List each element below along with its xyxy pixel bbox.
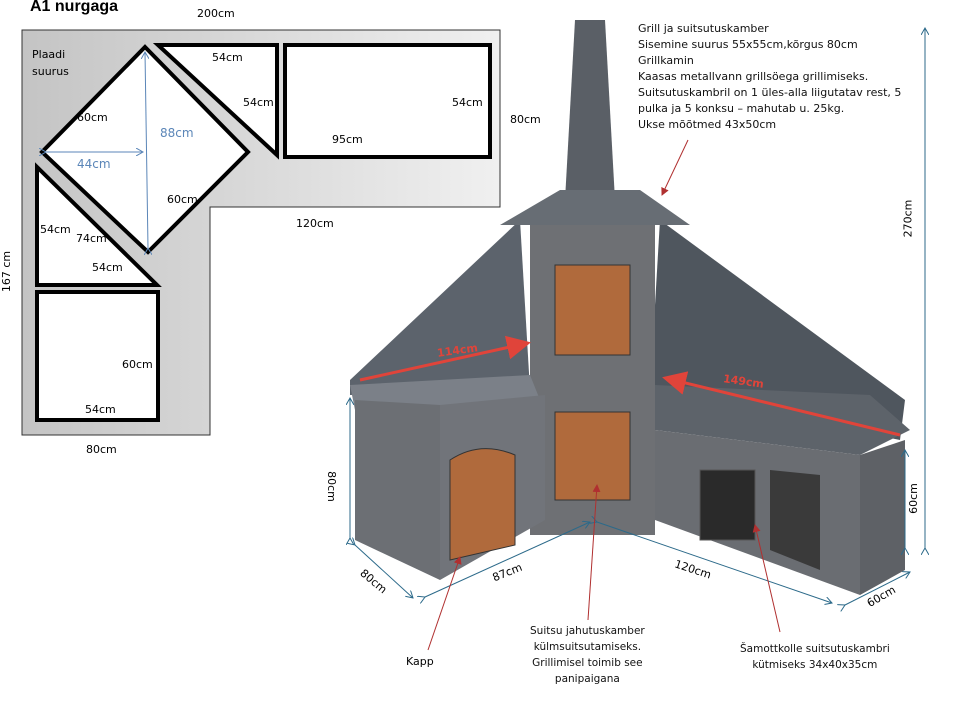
top-triangle-a: 54cm xyxy=(212,51,243,64)
info-line: Grill ja suitsutuskamber xyxy=(638,22,769,35)
left-triangle-a: 54cm xyxy=(40,223,71,236)
inner-width-label: 120cm xyxy=(296,217,334,230)
kapp-label: Kapp xyxy=(406,655,434,668)
top-triangle-b: 54cm xyxy=(243,96,274,109)
top-width-label: 200cm xyxy=(197,7,235,20)
info-line: pulka ja 5 konksu – mahutab u. 25kg. xyxy=(638,102,845,115)
diamond-side-b: 60cm xyxy=(167,193,198,206)
plate-size-label: Plaadi suurus xyxy=(32,48,69,78)
bottom-rect-piece xyxy=(35,290,160,422)
info-line: Suitsutuskambril on 1 üles-alla liigutat… xyxy=(638,86,902,99)
info-text: Grill ja suitsutuskamber Sisemine suurus… xyxy=(638,21,901,133)
page-title: A1 nurgaga xyxy=(30,0,119,15)
diamond-diag-h: 44cm xyxy=(77,157,111,171)
rect-top-h: 54cm xyxy=(452,96,483,109)
right-height-photo: 60cm xyxy=(906,483,920,514)
diamond-side-a: 60cm xyxy=(77,111,108,124)
bottom-width-label: 80cm xyxy=(86,443,117,456)
info-line: Sisemine suurus 55x55cm,kõrgus 80cm xyxy=(638,38,858,51)
info-line: Grillkamin xyxy=(638,54,694,67)
top-triangle-piece xyxy=(152,43,279,160)
info-line: Kaasas metallvann grillsöega grillimisek… xyxy=(638,70,869,83)
rect-top-w: 95cm xyxy=(332,133,363,146)
cooling-chamber-note: Suitsu jahutuskamber külmsuitsutamiseks.… xyxy=(530,625,645,685)
diamond-diag-v: 88cm xyxy=(160,126,194,140)
left-triangle-piece xyxy=(35,162,162,287)
rect-bottom-w: 54cm xyxy=(85,403,116,416)
firebox-note: Šamottkolle suitsutuskambri kütmiseks 34… xyxy=(740,643,890,671)
right-height-label: 80cm xyxy=(510,113,541,126)
total-height-label: 270cm xyxy=(901,199,915,238)
top-rect-piece xyxy=(283,43,492,159)
left-height-label: 167 cm xyxy=(0,250,14,293)
left-triangle-hyp: 74cm xyxy=(76,232,107,245)
rect-bottom-h: 60cm xyxy=(122,358,153,371)
left-triangle-b: 54cm xyxy=(92,261,123,274)
left-height-photo: 80cm xyxy=(324,471,338,502)
info-line: Ukse mõõtmed 43x50cm xyxy=(638,118,777,131)
